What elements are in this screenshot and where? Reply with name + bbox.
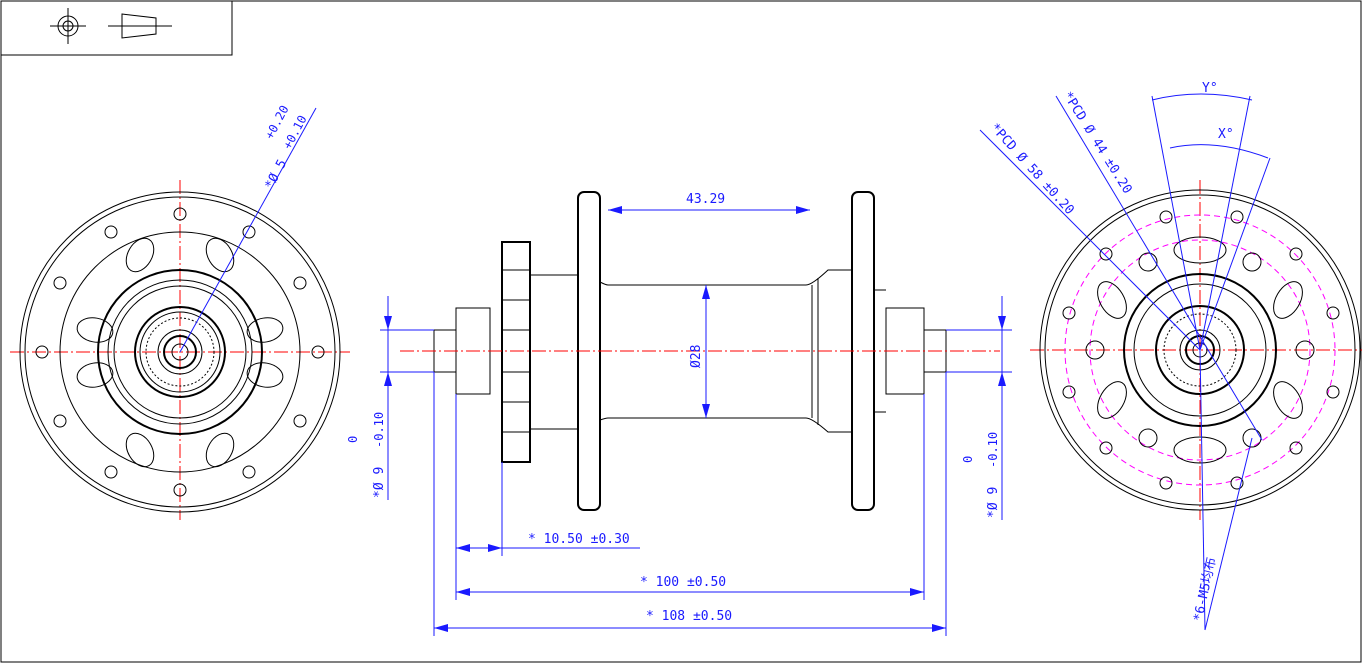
- angle-y-label: Y°: [1202, 81, 1218, 96]
- flange-spacing-label: 43.29: [686, 192, 725, 207]
- right-axle-dia-lower: -0.10: [986, 432, 1000, 468]
- projection-target-icon: [50, 8, 86, 44]
- body-dia-label: Ø28: [689, 345, 704, 368]
- angle-x-label: X°: [1218, 127, 1234, 142]
- pcd-44-label: *PCD Ø 44 ±0.20: [1060, 89, 1135, 197]
- right-axle-dia-label: *Ø 9: [986, 487, 1001, 518]
- right-axle-dia-upper: 0: [961, 456, 975, 463]
- left-end-view: *Ø 5 +0.20 +0.10: [10, 103, 350, 520]
- overall-length-label: * 108 ±0.50: [646, 609, 732, 624]
- pcd-58-label: *PCD Ø 58 ±0.20: [987, 121, 1077, 218]
- right-end-view: Y° X° *PCD Ø 58 ±0.20 *PCD Ø 44 ±0.20 *6…: [979, 81, 1362, 631]
- hub-side-view: 43.29 Ø28 *Ø 9 0 -0.10 *Ø 9 0 -0.10: [346, 191, 1012, 636]
- left-axle-dia-label: *Ø 9: [372, 467, 387, 498]
- hole-dia-label: *Ø 5: [262, 157, 290, 192]
- left-axle-dia-upper: 0: [346, 436, 360, 443]
- projection-cone-icon: [108, 13, 172, 39]
- locknut-width-label: * 100 ±0.50: [640, 575, 726, 590]
- left-axle-dia-lower: -0.10: [372, 412, 386, 448]
- projection-symbol-box: [1, 1, 233, 56]
- offset-label: * 10.50 ±0.30: [528, 532, 630, 547]
